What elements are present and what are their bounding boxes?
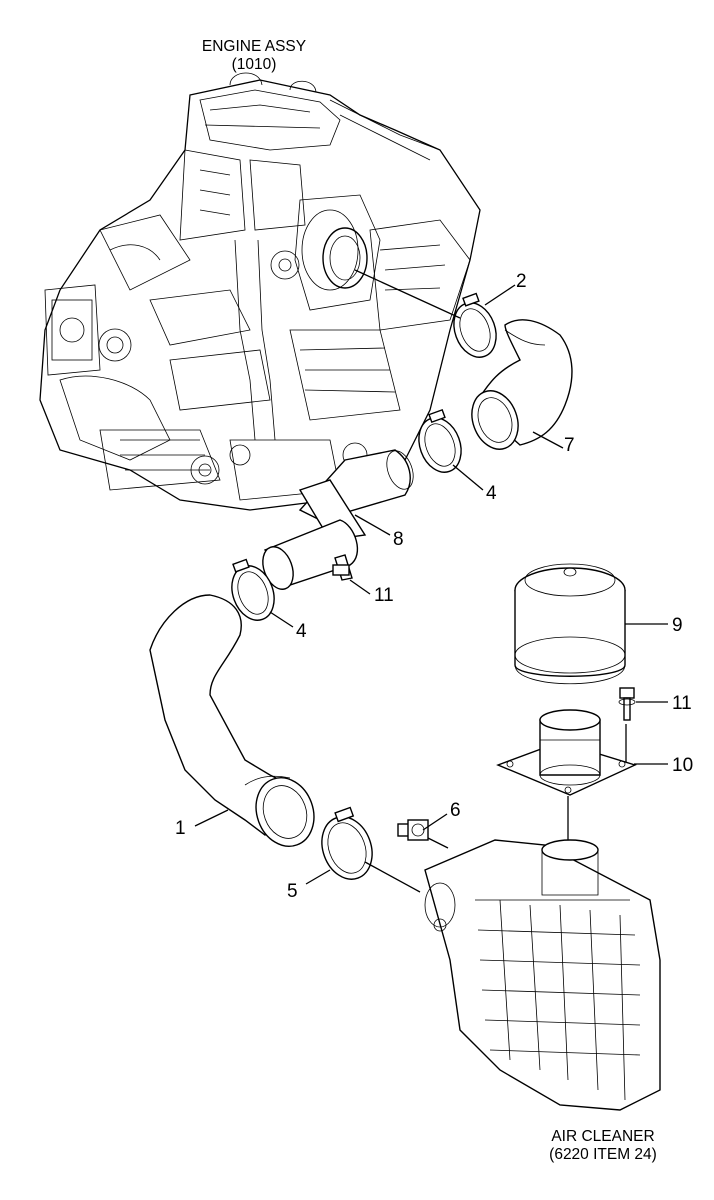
air-cleaner-label: AIR CLEANER (6220 ITEM 24) (518, 1128, 688, 1164)
tube-part-8 (262, 449, 414, 590)
callout-2: 2 (516, 271, 527, 292)
engine-assembly-label: ENGINE ASSY (1010) (170, 38, 338, 74)
hose-part-1 (149, 594, 315, 847)
callout-6: 6 (450, 800, 461, 821)
callout-11-upper: 11 (374, 585, 394, 606)
callout-10: 10 (672, 755, 694, 776)
clamp-part-4-upper (418, 408, 462, 473)
callout-11-lower: 11 (672, 693, 692, 714)
air-cleaner-body-drawing (424, 839, 661, 1111)
leader-lines (194, 269, 668, 893)
adapter-part-10 (496, 709, 637, 796)
callout-5: 5 (287, 881, 298, 902)
callout-4-lower: 4 (296, 621, 307, 642)
bolt-part-11-lower (618, 687, 636, 721)
callout-7: 7 (564, 435, 575, 456)
clamp-part-4-lower (231, 558, 275, 621)
clamp-part-2 (453, 292, 497, 358)
callout-4-upper: 4 (486, 483, 497, 504)
fitting-part-6 (397, 819, 429, 841)
callout-1: 1 (175, 818, 186, 839)
callout-9: 9 (672, 615, 683, 636)
elbow-hose-part-7 (471, 319, 573, 450)
engine-assembly-ref: (1010) (231, 56, 277, 73)
air-cleaner-ref: (6220 ITEM 24) (549, 1146, 657, 1163)
engine-assembly-drawing (39, 72, 481, 511)
cap-part-9 (514, 563, 626, 685)
air-cleaner-title: AIR CLEANER (551, 1128, 655, 1145)
engine-assembly-title: ENGINE ASSY (201, 38, 307, 55)
clamp-part-5 (321, 806, 373, 880)
callout-8: 8 (393, 529, 404, 550)
